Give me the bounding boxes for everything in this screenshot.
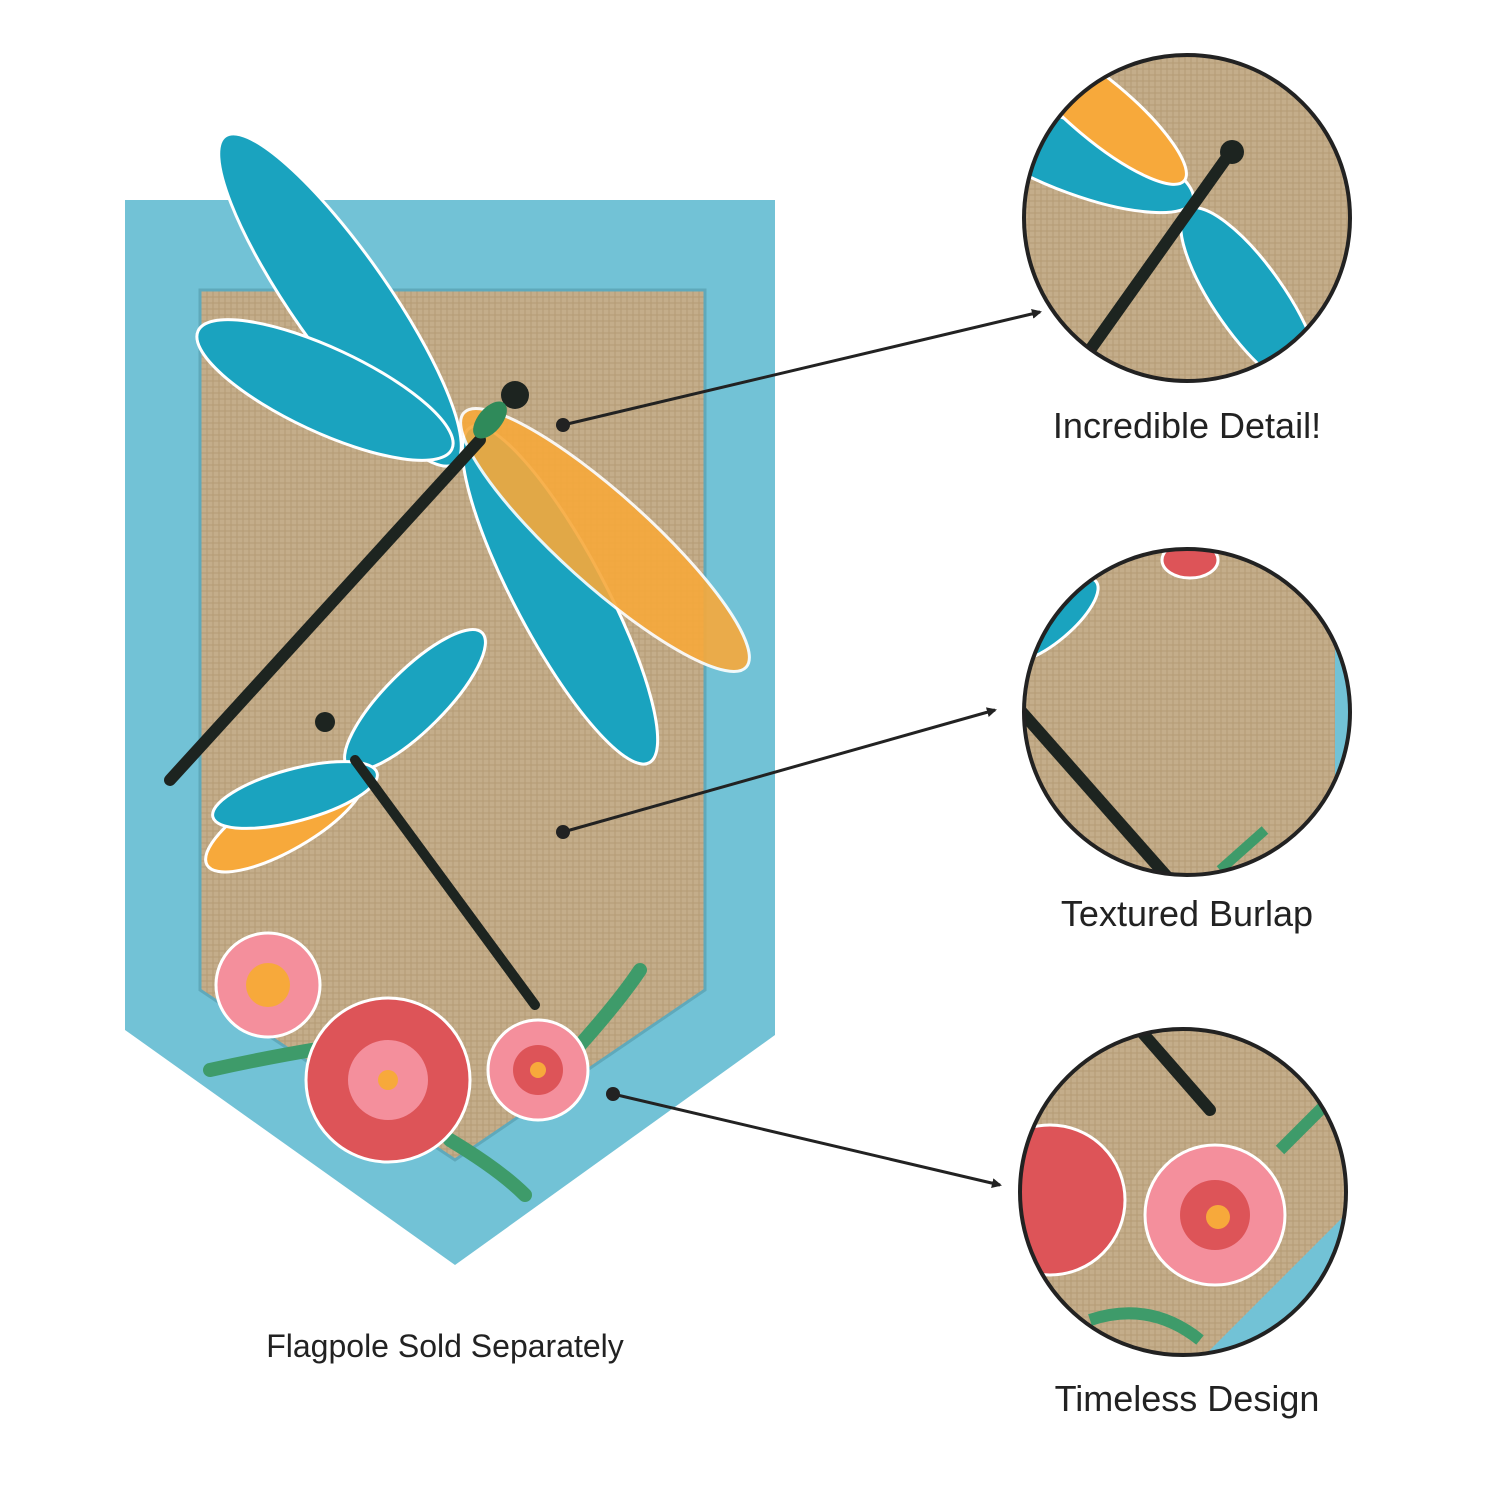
caption-incredible-detail: Incredible Detail! [1052, 405, 1322, 446]
detail-circle-timeless-design [1018, 1027, 1348, 1357]
callout-arrows [556, 308, 1042, 1189]
garden-flag [125, 109, 776, 1265]
detail-circle-textured-burlap [1022, 547, 1352, 877]
caption-timeless-design: Timeless Design [1054, 1378, 1320, 1419]
flowers [203, 931, 647, 1202]
caption-textured-burlap: Textured Burlap [1060, 893, 1314, 934]
small-dragonfly [204, 628, 540, 1010]
detail-circle-incredible-detail [1022, 53, 1352, 383]
caption-flagpole-sold-separately: Flagpole Sold Separately [266, 1328, 624, 1364]
